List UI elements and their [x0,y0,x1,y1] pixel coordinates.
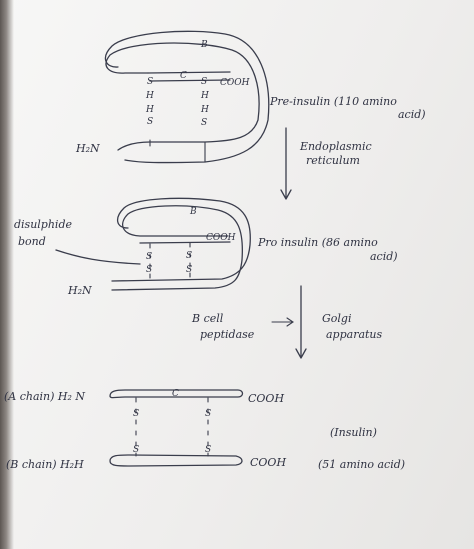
proinsulin-s1: S [146,252,152,262]
insulin-s1: S [133,409,139,419]
disulphide-pointer [55,249,141,265]
pre-insulin-upper-strand [147,71,231,74]
proinsulin-name-line2: acid) [370,250,398,263]
pre-insulin-name-line1: Pre-insulin (110 amino [269,95,397,108]
pre-insulin-label-c: C [180,71,187,81]
disulphide-label-line1: disulphide [14,218,72,231]
proinsulin-label-cooh: COOH [206,233,236,243]
proinsulin-inner-chain [111,197,251,282]
pre-insulin-s4: S [201,118,207,128]
arrow-to-proinsulin [280,127,292,200]
insulin-s2: S [205,409,211,419]
page-edge-shadow [0,0,14,549]
pre-insulin-s2: S [201,77,207,87]
pre-insulin-structure: B C COOH H₂N S S H H H H S S [75,30,270,164]
pre-insulin-label-b: B [200,40,208,50]
pre-insulin-h2: H [200,91,209,101]
insulin-label-c: C [172,389,179,399]
insulin-name-line1: (Insulin) [330,426,377,439]
insulin-a-cooh: COOH [248,392,284,405]
pre-insulin-s1: S [147,77,153,87]
insulin-name-line2: (51 amino acid) [318,458,405,471]
arrow1-label-line1: Endoplasmic [299,140,372,153]
proinsulin-label-b: B [189,207,197,217]
arrow1-label-line2: reticulum [306,154,360,167]
insulin-b-cooh: COOH [250,456,286,469]
proinsulin-s3: S [146,265,152,275]
pre-insulin-s3: S [147,117,153,127]
proinsulin-s4: S [186,265,192,275]
pre-insulin-h3: H [145,105,154,115]
insulin-a-chain-label: (A chain) H₂ N [4,390,85,403]
proinsulin-outer-chain [111,205,244,291]
insulin-s4: S [205,445,211,455]
proinsulin-name-line1: Pro insulin (86 amino [257,236,378,249]
pre-insulin-outer-chain [105,42,260,151]
arrow-to-insulin [271,285,307,359]
insulin-b-chain [109,454,243,467]
insulin-a-chain [109,389,244,399]
arrow2-right-line2: apparatus [326,328,383,341]
pre-insulin-name-line2: acid) [398,108,426,121]
arrow2-left-line1: B cell [191,312,224,325]
proinsulin-label-nh2: H₂N [67,284,92,297]
disulphide-label-line2: bond [18,235,46,248]
pre-insulin-label-nh2: H₂N [75,142,100,155]
proinsulin-s2: S [186,251,192,261]
pre-insulin-h1: H [145,91,154,101]
arrow2-right-line1: Golgi [322,312,352,325]
insulin-b-chain-label: (B chain) H₂H [6,458,84,471]
proinsulin-structure: B COOH H₂N S S S S [67,197,251,297]
arrow2-left-line2: peptidase [200,328,255,341]
pre-insulin-upper-strand-2 [149,79,231,82]
pre-insulin-inner-chain [104,30,270,164]
proinsulin-upper-strand [139,241,231,244]
insulin-structure: C S S S S [109,389,244,467]
pre-insulin-h4: H [200,105,209,115]
pre-insulin-label-cooh: COOH [220,78,250,88]
insulin-s3: S [133,445,139,455]
